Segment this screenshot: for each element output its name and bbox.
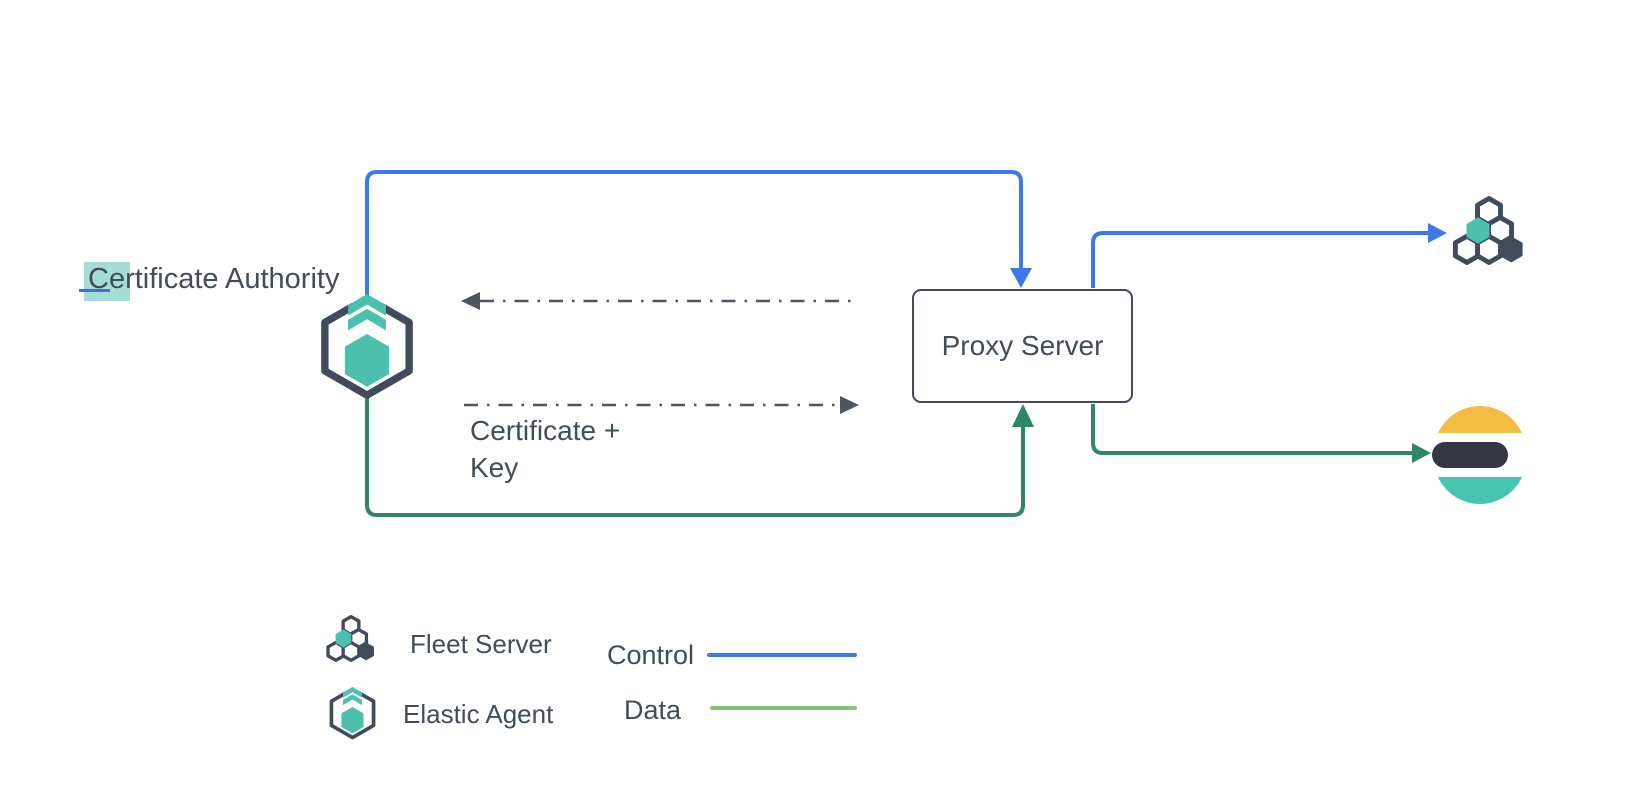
hexagon (341, 707, 364, 734)
legend-elastic-agent-label: Elastic Agent (403, 699, 554, 729)
arrowhead-left (461, 292, 480, 310)
legend-data-label: Data (624, 695, 682, 725)
arrowhead-up (1012, 404, 1034, 427)
legend-control-line (707, 653, 857, 657)
text-cursor-underline (79, 289, 110, 292)
fleet-server-icon[interactable] (1448, 190, 1530, 271)
chevron-up-icon (348, 308, 386, 331)
arrowhead-down (1010, 268, 1032, 288)
proxy-server-node[interactable]: Proxy Server (912, 289, 1133, 403)
data-connector-proxy-to-elasticsearch[interactable] (1091, 404, 1431, 463)
legend-control-label: Control (607, 640, 695, 670)
certificate-authority-label[interactable]: Certificate Authority (88, 263, 340, 295)
chevron-up-icon (343, 694, 362, 706)
elastic-agent-icon[interactable] (313, 294, 421, 412)
elastic-agent-icon[interactable] (326, 687, 379, 746)
chevron-up-icon (343, 687, 362, 698)
arrowhead-right (1412, 443, 1431, 463)
data-connector-agent-to-proxy[interactable] (365, 398, 1034, 517)
chevron-up-icon (348, 294, 386, 316)
elasticsearch-icon[interactable] (1430, 405, 1530, 505)
hexagon (344, 334, 390, 387)
certificate-request-arrow[interactable] (461, 292, 856, 310)
text-selection-highlight (84, 262, 130, 301)
arrowhead-right (1428, 223, 1447, 243)
control-connector-proxy-to-fleet[interactable] (1091, 223, 1447, 288)
legend-fleet-server-label: Fleet Server (410, 629, 552, 659)
legend-data-line (710, 706, 857, 710)
arrowhead-right (840, 396, 859, 414)
proxy-server-label: Proxy Server (941, 330, 1104, 361)
control-connector-agent-to-proxy[interactable] (365, 170, 1032, 297)
certificate-key-arrow[interactable] (464, 396, 859, 414)
certificate-key-label[interactable]: Certificate + Key (470, 415, 621, 483)
fleet-server-icon[interactable] (323, 611, 379, 666)
